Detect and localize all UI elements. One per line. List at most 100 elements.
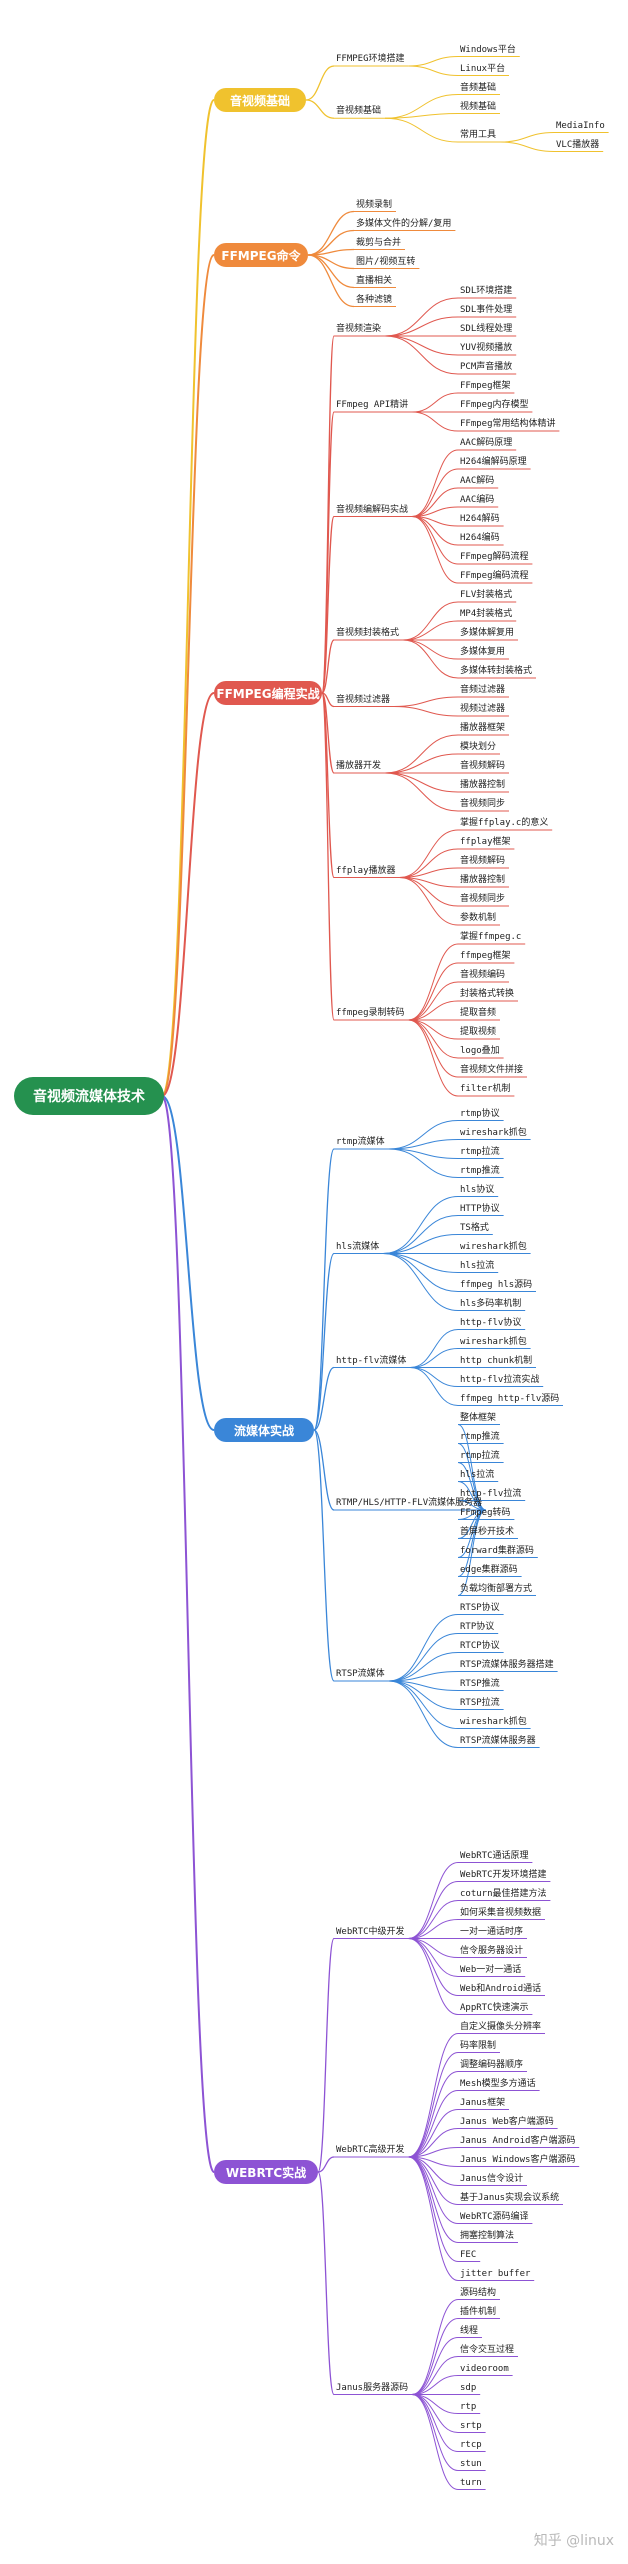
node-label: RTSP流媒体服务器: [460, 1735, 536, 1746]
node-label: ffmpeg录制转码: [336, 1008, 405, 1018]
connector-line: [408, 2156, 459, 2262]
node-label: 调整编码器顺序: [460, 2059, 524, 2070]
node-label: PCM声音播放: [460, 362, 513, 372]
node-label: 播放器控制: [460, 780, 506, 790]
connector-line: [499, 132, 555, 143]
node-label: FFmpeg API精讲: [336, 400, 409, 410]
connector-line: [307, 254, 355, 308]
connector-line: [307, 248, 355, 256]
connector-line: [408, 1938, 459, 1977]
node-label: wireshark抓包: [460, 1241, 527, 1252]
node-label: AAC解码: [460, 476, 495, 486]
node-label: 如何采集音视频数据: [460, 1907, 542, 1918]
node-label: MediaInfo: [556, 120, 605, 131]
node-label: RTSP流媒体服务器搭建: [460, 1659, 554, 1670]
connector-line: [321, 692, 335, 1021]
node-label: ffplay框架: [460, 837, 511, 847]
node-label: 图片/视频互转: [356, 256, 416, 267]
connector-line: [384, 297, 459, 337]
connector-line: [313, 1429, 335, 1682]
node-label: rtmp推流: [460, 1431, 500, 1442]
connector-line: [313, 1366, 335, 1431]
node-label: WebRTC中级开发: [336, 1926, 405, 1937]
node-label: videoroom: [460, 2363, 509, 2374]
node-label: 音视频解码: [460, 856, 506, 866]
node-label: 参数机制: [460, 913, 497, 923]
connector-line: [384, 753, 459, 774]
connector-line: [161, 692, 215, 1097]
node-label: 自定义摄像头分辨率: [460, 2021, 542, 2032]
node-label: FFmpeg框架: [460, 381, 511, 391]
node-label: 掌握ffmpeg.c: [460, 932, 522, 942]
node-label: http-flv拉流: [460, 1488, 522, 1499]
node-label: 一对一通话时序: [460, 1926, 524, 1937]
connector-line: [408, 1019, 459, 1059]
connector-line: [457, 1500, 486, 1511]
node-label: 音视频编码: [460, 970, 506, 980]
connector-line: [313, 1148, 335, 1431]
connector-line: [411, 2356, 459, 2395]
node-label: RTMP/HLS/HTTP-FLV流媒体服务器: [336, 1498, 483, 1508]
node-label: VLC播放器: [556, 139, 600, 150]
connector-line: [383, 1215, 459, 1254]
connector-line: [161, 1095, 215, 2173]
connector-line: [408, 962, 459, 1021]
node-label: 音频基础: [460, 82, 497, 93]
connector-line: [383, 1253, 459, 1292]
connector-line: [402, 639, 459, 660]
connector-line: [388, 1671, 459, 1682]
connector-line: [408, 1919, 459, 1939]
watermark: 知乎 @linux: [533, 2533, 614, 2549]
node-label: 多媒体复用: [460, 647, 506, 657]
connector-line: [388, 1633, 459, 1682]
connector-line: [411, 506, 459, 517]
node-label: 音视频封装格式: [336, 628, 400, 638]
node-label: rtmp拉流: [460, 1450, 500, 1461]
node-label: RTP协议: [460, 1621, 495, 1632]
node-label: H264解码: [460, 514, 500, 524]
connector-line: [384, 94, 459, 119]
node-label: rtcp: [460, 2439, 482, 2450]
node-label: wireshark抓包: [460, 1127, 527, 1138]
node-label: Mesh模型多方通话: [460, 2078, 536, 2089]
node-label: 提取音频: [460, 1008, 497, 1018]
root-node: 音视频流媒体技术: [14, 1077, 164, 1115]
connector-line: [383, 1253, 459, 1311]
connector-line: [408, 1900, 459, 1939]
node-label: 首屏秒开技术: [460, 1526, 515, 1537]
connector-line: [161, 1095, 215, 1431]
connector-line: [388, 1614, 459, 1682]
connector-line: [410, 1329, 459, 1368]
connector-line: [408, 2147, 459, 2158]
connector-line: [161, 254, 215, 1097]
node-label: RTSP协议: [460, 1602, 500, 1613]
connector-line: [411, 2375, 459, 2395]
node-label: rtp: [460, 2401, 477, 2412]
node-label: 线程: [460, 2325, 479, 2336]
connector-line: [393, 696, 459, 707]
node-label: 音视频编解码实战: [336, 504, 409, 515]
connector-line: [408, 2090, 459, 2158]
node-label: 信令交互过程: [460, 2344, 515, 2355]
node-label: WebRTC高级开发: [336, 2145, 405, 2155]
connector-line: [408, 2156, 459, 2205]
connector-line: [457, 1481, 486, 1511]
node-label: hls流媒体: [336, 1241, 380, 1252]
node-label: rtmp拉流: [460, 1146, 500, 1157]
node-label: hls多码率机制: [460, 1298, 522, 1309]
connector-line: [313, 1252, 335, 1431]
node-label: 音频过滤器: [460, 685, 506, 695]
connector-line: [408, 2033, 459, 2158]
branch-node: FFMPEG命令: [214, 243, 308, 267]
node-label: Janus框架: [460, 2097, 506, 2108]
node-label: FFmpeg编码流程: [460, 571, 529, 581]
node-label: 多媒体解复用: [460, 628, 515, 638]
node-label: rtmp协议: [460, 1108, 500, 1119]
branch-node: 流媒体实战: [214, 1418, 314, 1442]
connector-line: [384, 772, 459, 793]
connector-line: [384, 117, 459, 143]
connector-line: [399, 867, 459, 878]
connector-line: [388, 1680, 459, 1710]
branch-node: WEBRTC实战: [214, 2160, 318, 2184]
